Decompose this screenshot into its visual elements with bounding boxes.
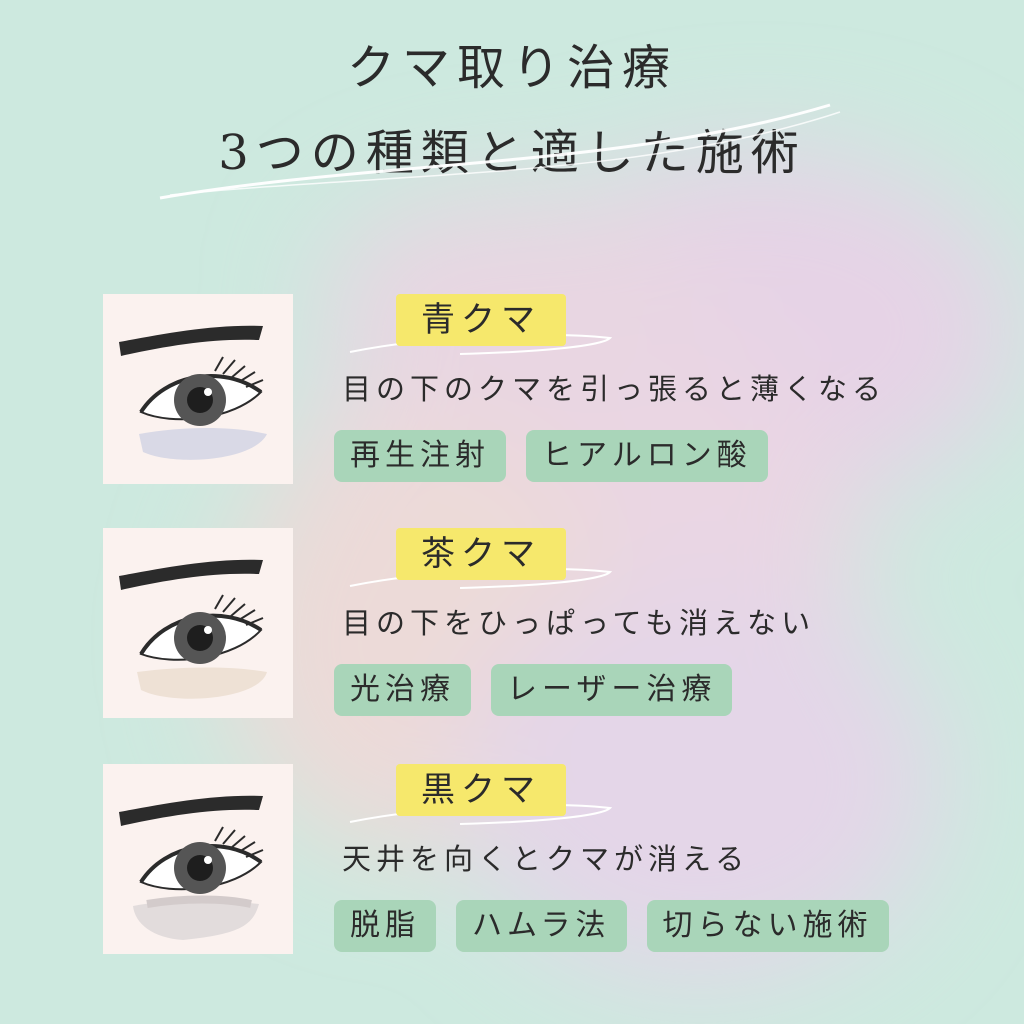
page-title-line-1: クマ取り治療 bbox=[346, 40, 677, 96]
kuma-description: 目の下のクマを引っ張ると薄くなる bbox=[342, 372, 887, 406]
treatment-tag: レーザー治療 bbox=[491, 664, 733, 716]
treatment-tag: 光治療 bbox=[334, 664, 471, 716]
kuma-type-label: 黒クマ bbox=[396, 764, 566, 816]
kuma-card-brown: 茶クマ 目の下をひっぱっても消えない 光治療 レーザー治療 bbox=[0, 528, 1024, 738]
kuma-type-label: 茶クマ bbox=[396, 528, 566, 580]
treatment-tag: 脱脂 bbox=[334, 900, 436, 952]
treatment-tags: 脱脂 ハムラ法 切らない施術 bbox=[334, 900, 889, 952]
eye-illustration-panel bbox=[103, 764, 293, 954]
eye-illustration-panel bbox=[103, 528, 293, 718]
treatment-tag: 再生注射 bbox=[334, 430, 506, 482]
kuma-card-blue: 青クマ 目の下のクマを引っ張ると薄くなる 再生注射 ヒアルロン酸 bbox=[0, 294, 1024, 504]
treatment-tag: 切らない施術 bbox=[646, 900, 889, 952]
title-underline-swash bbox=[159, 103, 841, 200]
eye-illustration bbox=[119, 559, 267, 699]
treatment-tag: ヒアルロン酸 bbox=[526, 430, 768, 482]
treatment-tags: 再生注射 ヒアルロン酸 bbox=[334, 430, 768, 482]
kuma-description: 天井を向くとクマが消える bbox=[342, 842, 750, 876]
treatment-tags: 光治療 レーザー治療 bbox=[334, 664, 733, 716]
treatment-tag: ハムラ法 bbox=[456, 900, 627, 952]
kuma-type-label: 青クマ bbox=[396, 294, 566, 346]
kuma-card-black: 黒クマ 天井を向くとクマが消える 脱脂 ハムラ法 切らない施術 bbox=[0, 764, 1024, 974]
eye-illustration bbox=[119, 795, 264, 940]
eye-illustration-panel bbox=[103, 294, 293, 484]
eye-illustration bbox=[119, 325, 267, 460]
kuma-description: 目の下をひっぱっても消えない bbox=[342, 606, 816, 640]
